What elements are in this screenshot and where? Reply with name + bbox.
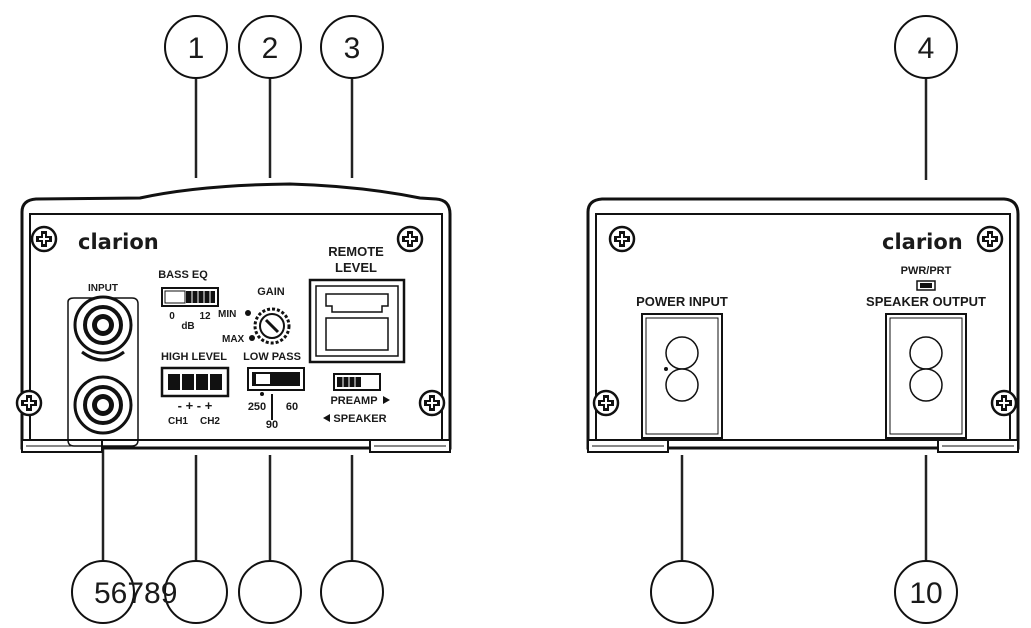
preamp-label: PREAMP [330,395,377,407]
high-level-polarity: - + - + [178,398,213,413]
callout-3-label: 3 [344,32,361,65]
gain-min-label: MIN [218,309,236,320]
screw-icon [418,389,446,417]
rear-brand-logo: clarion [882,230,963,254]
low-pass-60: 60 [286,401,298,413]
bass-eq-label: BASS EQ [158,269,208,281]
callout-2: 2 [238,15,302,79]
bass-eq-max-value: 12 [199,311,211,322]
callout-5-9-label: 56789 [94,577,177,610]
callout-3: 3 [320,15,384,79]
callout-1-label: 1 [188,32,205,65]
bass-eq-min-value: 0 [169,311,175,322]
speaker-label: SPEAKER [333,413,386,425]
low-pass-90: 90 [266,419,278,431]
screw-icon [976,225,1004,253]
pwr-prt-label: PWR/PRT [901,265,952,277]
bass-eq-unit: dB [181,321,194,332]
callout-10-label: 10 [909,577,942,610]
rca-input-jacks [67,295,139,447]
screw-icon [990,389,1018,417]
callout-bottom-left: 56789 [71,560,714,624]
remote-level-jack[interactable] [308,278,406,364]
power-input-terminal[interactable] [641,313,723,439]
screw-icon [592,389,620,417]
low-pass-250: 250 [248,401,266,413]
callout-2-label: 2 [262,32,279,65]
speaker-output-label: SPEAKER OUTPUT [866,294,986,309]
level-label: LEVEL [335,260,377,275]
gain-max-label: MAX [222,334,245,345]
front-panel: clarion INPUT BASS EQ 0 12 dB [15,182,452,453]
remote-label: REMOTE [328,244,384,259]
callout-4: 4 [894,15,958,79]
low-pass-switch[interactable] [247,367,305,391]
callout-10: 10 [894,560,958,624]
screw-icon [396,225,424,253]
screw-icon [30,225,58,253]
ch1-label: CH1 [168,416,188,427]
rear-panel: clarion PWR/PRT POWER INPUT SPEAKER OUTP… [586,197,1020,453]
callout-leaders [101,78,928,562]
speaker-output-terminal[interactable] [885,313,967,439]
high-level-label: HIGH LEVEL [161,351,227,363]
high-level-connector[interactable] [160,366,230,398]
callout-4-label: 4 [918,32,935,65]
preamp-speaker-switch[interactable] [333,373,381,391]
power-input-label: POWER INPUT [636,294,728,309]
screw-icon [608,225,636,253]
low-pass-label: LOW PASS [243,351,301,363]
ch2-label: CH2 [200,416,220,427]
callout-1: 1 [164,15,228,79]
input-label: INPUT [88,283,118,294]
bass-eq-switch[interactable] [161,287,219,307]
gain-label: GAIN [257,286,285,298]
gain-knob[interactable] [253,307,291,345]
front-brand-logo: clarion [78,230,159,254]
screw-icon [15,389,43,417]
pwr-prt-led [916,280,936,291]
